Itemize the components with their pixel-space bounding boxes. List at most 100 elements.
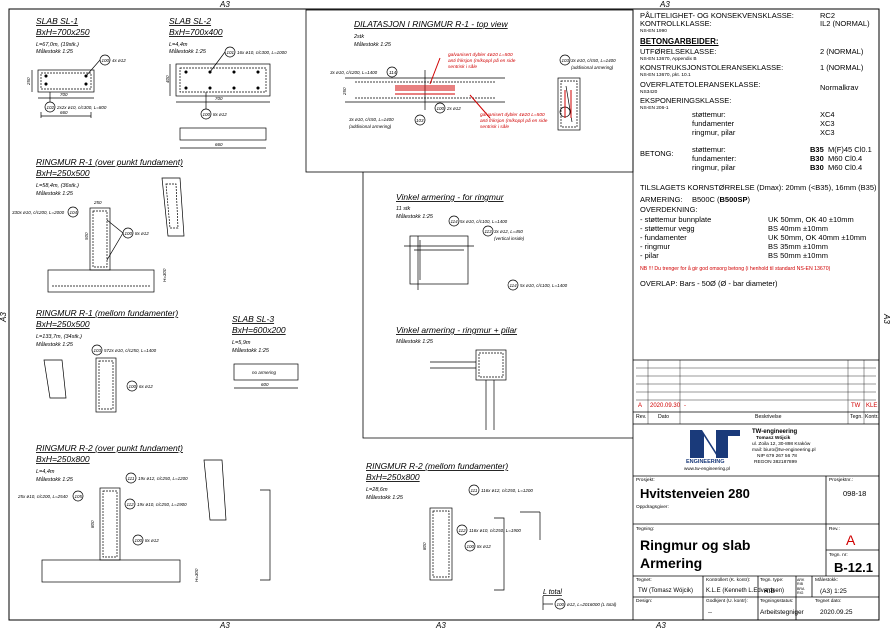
vinkel-ringmur-scale: Målestokk 1:25 — [396, 213, 434, 220]
tb-rev-label: Rev.: — [829, 527, 840, 532]
vinkel-pilar-scale: Målestokk 1:25 — [396, 338, 434, 345]
dilatasjon-scale: Målestokk 1:25 — [354, 41, 392, 48]
dil-red-1: galvanisert dybler 4ø20 L=500 — [448, 52, 513, 58]
dil-b103b-add: (addisional armering) — [571, 65, 614, 70]
dilatasjon-title: DILATASJON I RINGMUR R-1 - top view — [354, 19, 509, 29]
slab-sl2-bar101-text: 16x ø10, c/c300, L=1000 — [237, 50, 287, 55]
vink1-b114b-num: 114 — [510, 283, 518, 288]
dil-b103-num: 103 — [416, 118, 424, 123]
slab-sl2-scale: Målestokk 1:25 — [169, 48, 207, 55]
r1-mellom-length: L=133,7m, (34stk.) — [36, 334, 82, 340]
slab-sl2-bar101: 101 — [227, 50, 235, 55]
r2-mellom-title: RINGMUR R-2 (mellom fundamenter) — [366, 461, 508, 471]
vinkel-ringmur-qty: 11 stk — [396, 206, 411, 212]
spec-e3-value: XC3 — [820, 128, 835, 137]
slab-sl1-title: SLAB SL-1 — [36, 16, 78, 26]
slab-sl1-scale: Målestokk 1:25 — [36, 48, 74, 55]
rev-header-beskrivelse: Beskrivelse — [755, 414, 782, 420]
r1-over-d250: 250 — [93, 200, 102, 205]
spec-e1: støttemur: — [692, 110, 726, 119]
slab-sl1-drawing — [31, 54, 111, 118]
r1-over-b104-text: 330x ø10, c/c200, L=2000 — [12, 210, 65, 215]
spec-armering-value: B500C (B500SP) — [692, 195, 750, 204]
slab-sl3-noarm: no armering — [252, 370, 277, 375]
tb-tegntype: RIB — [764, 588, 775, 595]
dil-red-4: galvanisert dybler 4ø20 L=500 — [480, 112, 545, 118]
spec-betong: BETONG: — [640, 149, 674, 158]
spec-b3-env: M60 Cl0.4 — [828, 163, 863, 172]
r2-over-dims: BxH=250x800 — [36, 454, 90, 464]
r2-over-b112-num: 112 — [127, 502, 135, 507]
tb-status: Arbeitstegniger — [760, 609, 804, 616]
l-total-drawing — [542, 596, 566, 610]
spec-b2-class: B30 — [810, 154, 824, 163]
slab-sl2-bar100: 100 — [203, 112, 211, 117]
spec-o5: - pilar — [640, 251, 659, 260]
tb-tegnnr: B-12.1 — [834, 560, 874, 575]
spec-o3: - fundamenter — [640, 233, 687, 242]
rev-row-rev: A — [638, 403, 643, 409]
slab-sl3-title: SLAB SL-3 — [232, 314, 274, 324]
r1-mellom-dims: BxH=250x500 — [36, 319, 90, 329]
vink1-b114b-text: 5x ø10, c/c100, L=1400 — [520, 283, 568, 288]
l-total-b100-text: ø12, L=2016000 (L total) — [567, 602, 617, 607]
slab-sl2-bar100-text: 8x ø12 — [213, 112, 227, 117]
spec-l4-value: 1 (NORMAL) — [820, 63, 864, 72]
vink1-b114-text: 5x ø10, c/c100, L=1400 — [460, 219, 508, 224]
dil-red-2: anti friksjon (m/koppl på en side — [448, 57, 516, 64]
spec-b1-env: M(F)45 Cl0.1 — [828, 145, 872, 154]
vinkel-pilar-title: Vinkel armering - ringmur + pilar — [396, 325, 518, 335]
slab-sl1-dims: BxH=700x250 — [36, 27, 90, 37]
r1-mellom-b100-text: 6x ø12 — [139, 384, 153, 389]
tb-design-label: Design: — [636, 599, 653, 604]
tb-oppdrag-label: Oppdragsgiver: — [636, 505, 669, 510]
rev-header-dato: Dato — [658, 414, 669, 420]
dil-b100-num: 100 — [437, 106, 445, 111]
tb-kontrollert-label: Kontrollert (K. kontr): — [706, 578, 751, 583]
rev-header-tegn: Tegn. — [850, 414, 863, 420]
company-addr1: ul. Zoila 12, 30-898 Kraków — [752, 442, 811, 447]
spec-l1-value: RC2 — [820, 11, 836, 20]
r2-over-b100-text: 8x ø12 — [145, 538, 159, 543]
r2-over-length: L=4,4m — [36, 469, 55, 475]
slab-sl1-length: L=67,0m, (19stk.) — [36, 42, 79, 48]
spec-e2-value: XC3 — [820, 119, 835, 128]
dil-red-6: sentrisk i såle — [480, 123, 509, 130]
spec-l4: KONSTRUKSJONSTOLERANSEKLASSE: — [640, 63, 784, 72]
r1-mellom-scale: Målestokk 1:25 — [36, 341, 74, 348]
rev-row-sig2: KLE — [866, 403, 878, 409]
spec-b1: støttemur: — [692, 145, 726, 154]
slab-sl2-w660: 660 — [215, 142, 223, 147]
spec-b2: fundamenter: — [692, 154, 737, 163]
spec-b2-env: M60 Cl0.4 — [828, 154, 863, 163]
spec-nb-note: NB !!! Du trenger for å gir god omsorg b… — [640, 266, 831, 272]
slab-sl3-scale: Målestokk 1:25 — [232, 347, 270, 354]
r1-over-b104-num: 104 — [70, 210, 78, 215]
dil-b100-text: 2x ø12 — [446, 106, 461, 111]
tb-prosjektnr: 098-18 — [843, 489, 867, 498]
tb-codes: ARK RIB BRA RIG — [797, 578, 805, 595]
ringmur-r2-over-drawing — [41, 459, 271, 583]
r1-over-length: L=58,4m, (36stk.) — [36, 183, 79, 189]
spec-o5-value: BS 50mm ±10mm — [768, 251, 828, 260]
slab-sl2-dims: BxH=700x400 — [169, 27, 223, 37]
spec-betongarbeider: BETONGARBEIDER: — [640, 37, 719, 46]
tb-godkjent: -- — [708, 610, 712, 616]
sheet-format-top-right: A3 — [659, 0, 670, 9]
rev-row-date: 2020.09.30 — [650, 403, 681, 409]
spec-l3-value: 2 (NORMAL) — [820, 47, 864, 56]
slab-sl3-w600: 600 — [261, 382, 269, 387]
spec-l2: KONTROLLKLASSE: — [640, 19, 712, 28]
r1-mellom-b103-num: 103 — [94, 348, 102, 353]
spec-l1: PÅLITELIGHET- OG KONSEKVENSKLASSE: — [640, 11, 794, 20]
spec-b3: ringmur, pilar — [692, 163, 736, 172]
dil-b103-text: 3x ø10, c/c50, L=1400 — [349, 117, 394, 122]
vinkel-ringmur-drawing — [404, 215, 519, 291]
r2-mellom-scale: Målestokk 1:25 — [366, 494, 404, 501]
vink1-b113-add: (vertical inside) — [494, 236, 525, 241]
vink1-b113-text: 3x ø12, L=450 — [494, 229, 523, 234]
vinkel-pilar-drawing — [430, 349, 507, 430]
tb-tegning-line2: Armering — [640, 555, 703, 571]
spec-o2-value: BS 40mm ±10mm — [768, 224, 828, 233]
vink1-b114-num: 114 — [451, 219, 459, 224]
